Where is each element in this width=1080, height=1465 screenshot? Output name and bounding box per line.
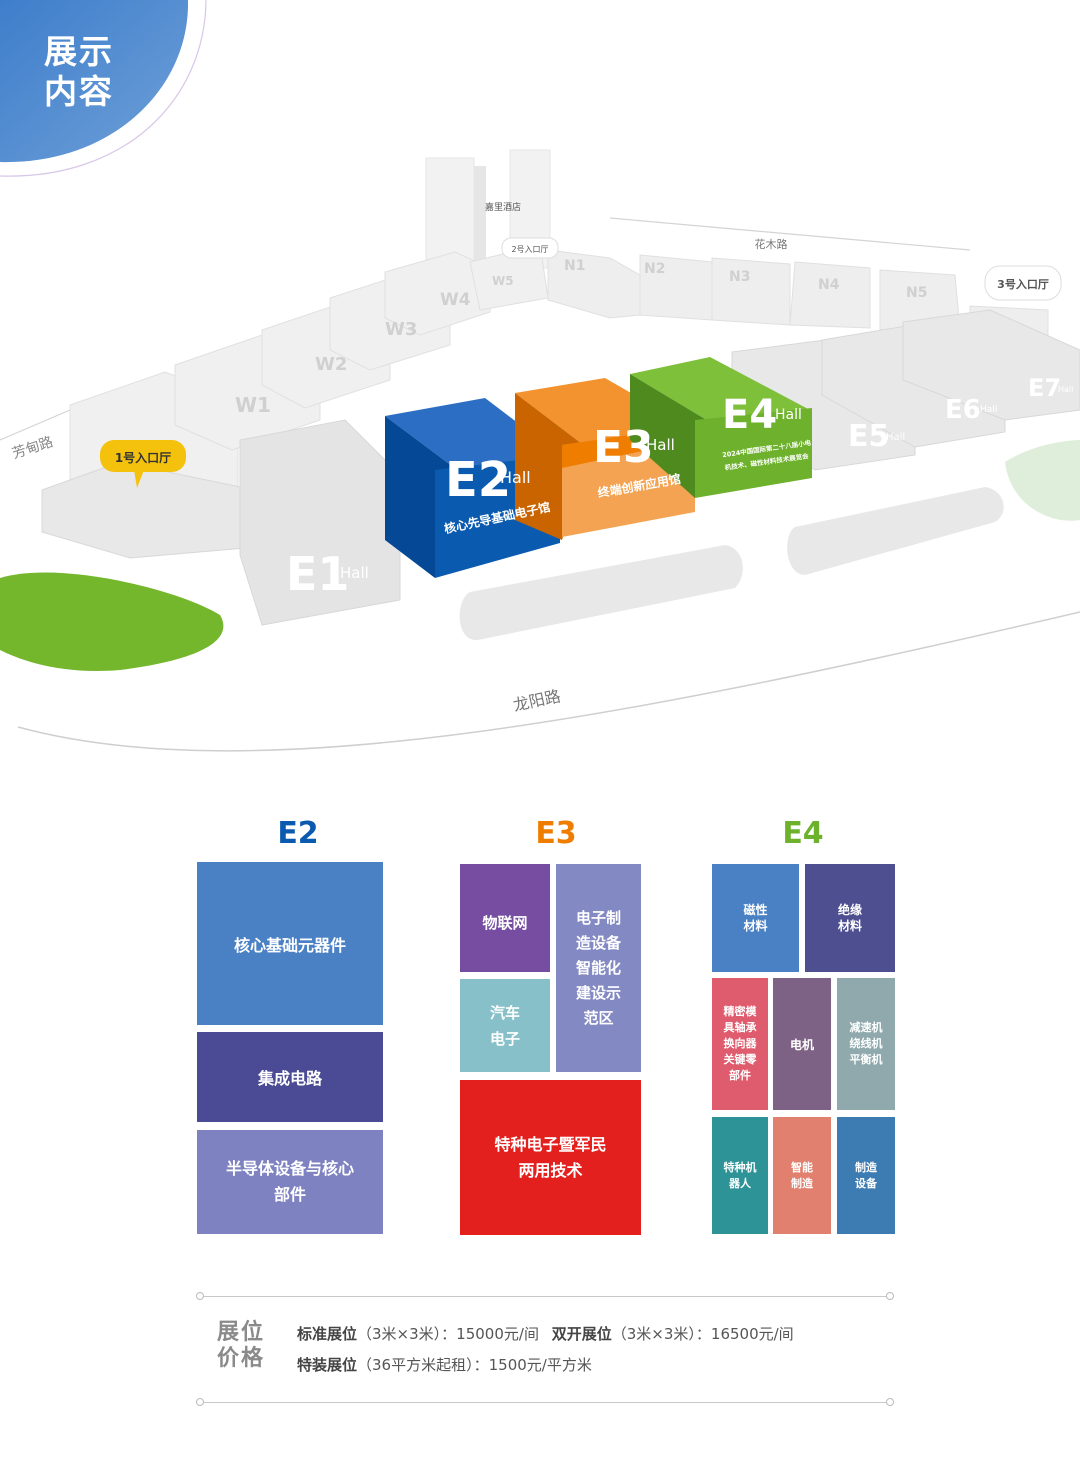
hall-n3-label: N3 bbox=[729, 269, 750, 285]
e4-block-precision-parts: 精密模具轴承换向器关键零部件 bbox=[712, 978, 768, 1110]
svg-text:1号入口厅: 1号入口厅 bbox=[115, 450, 171, 465]
e3-block-iot: 物联网 bbox=[460, 864, 550, 972]
hall-e7-label: E7 bbox=[1028, 374, 1061, 402]
e4-block-manufacturing-equipment: 制造设备 bbox=[837, 1117, 895, 1234]
hall-e5-label: E5 bbox=[848, 419, 889, 454]
price-row-standard: 标准展位（3米×3米）：15000元/间 双开展位（3米×3米）：16500元/… bbox=[297, 1325, 794, 1343]
svg-text:Hall: Hall bbox=[775, 407, 802, 423]
hall-n2-label: N2 bbox=[644, 261, 665, 277]
e3-block-auto-electronics: 汽车电子 bbox=[460, 979, 550, 1072]
title-line-1: 展示 bbox=[44, 32, 114, 71]
entrance-3-marker: 3号入口厅 bbox=[984, 265, 1062, 301]
hall-n4-label: N4 bbox=[818, 277, 840, 293]
svg-text:Hall: Hall bbox=[1058, 385, 1073, 394]
e4-block-intelligent-manufacturing: 智能制造 bbox=[773, 1117, 831, 1234]
hall-e6-label: E6 bbox=[945, 395, 981, 425]
hall-w2-label: W2 bbox=[315, 354, 347, 375]
e2-block-semiconductor: 半导体设备与核心部件 bbox=[197, 1130, 383, 1234]
title-line-2: 内容 bbox=[44, 72, 114, 111]
entrance-1-marker: 1号入口厅 bbox=[100, 440, 186, 488]
hall-n1-label: N1 bbox=[564, 258, 585, 274]
e3-block-smart-manufacturing: 电子制造设备智能化建设示范区 bbox=[556, 864, 641, 1072]
svg-text:Hall: Hall bbox=[980, 405, 997, 415]
section-e4-title: E4 bbox=[782, 816, 824, 851]
hall-w4-label: W4 bbox=[440, 290, 471, 310]
road-longyang: 龙阳路 bbox=[511, 686, 562, 715]
hall-e2-label: E2 bbox=[445, 452, 511, 508]
e4-block-special-robots: 特种机器人 bbox=[712, 1117, 768, 1234]
corner-badge bbox=[0, 0, 207, 177]
green-park-left bbox=[0, 572, 224, 671]
e2-block-core-components: 核心基础元器件 bbox=[197, 862, 383, 1025]
price-row-custom: 特装展位（36平方米起租）：1500元/平方米 bbox=[297, 1356, 592, 1374]
section-e3-title: E3 bbox=[535, 816, 577, 851]
venue-map: 嘉里酒店 bbox=[0, 149, 1080, 752]
e4-block-insulation: 绝缘材料 bbox=[805, 864, 895, 972]
road-fangdian: 芳甸路 bbox=[10, 433, 55, 462]
page-title: 展示 内容 bbox=[44, 32, 114, 112]
e4-block-magnetic: 磁性材料 bbox=[712, 864, 799, 972]
svg-text:Hall: Hall bbox=[500, 468, 531, 487]
price-title: 展位 价格 bbox=[217, 1320, 266, 1371]
hall-e4-block bbox=[630, 357, 812, 498]
e4-block-reducer: 减速机绕线机平衡机 bbox=[837, 978, 895, 1110]
svg-text:Hall: Hall bbox=[886, 432, 905, 443]
price-section: 展位 价格 标准展位（3米×3米）：15000元/间 双开展位（3米×3米）：1… bbox=[196, 1292, 894, 1406]
section-e2-title: E2 bbox=[277, 816, 319, 851]
hall-w3-label: W3 bbox=[385, 319, 417, 340]
hall-e3-label: E3 bbox=[593, 422, 654, 473]
svg-text:3号入口厅: 3号入口厅 bbox=[997, 278, 1049, 291]
e3-block-special-electronics: 特种电子暨军民两用技术 bbox=[460, 1080, 641, 1235]
svg-text:2号入口厅: 2号入口厅 bbox=[511, 245, 548, 254]
hall-w5-label: W5 bbox=[492, 274, 514, 288]
hall-n5-label: N5 bbox=[906, 285, 927, 301]
svg-text:Hall: Hall bbox=[646, 436, 675, 454]
green-park-right bbox=[1005, 440, 1080, 521]
road-huamu: 花木路 bbox=[755, 238, 788, 251]
svg-text:Hall: Hall bbox=[340, 564, 369, 582]
hall-e4-label: E4 bbox=[722, 392, 777, 438]
entrance-2-marker: 2号入口厅 bbox=[501, 237, 559, 259]
hotel-label: 嘉里酒店 bbox=[485, 201, 521, 213]
hall-e1-label: E1 bbox=[286, 547, 349, 601]
e4-block-motor: 电机 bbox=[773, 978, 831, 1110]
hall-w1-label: W1 bbox=[235, 393, 271, 417]
e2-block-ic: 集成电路 bbox=[197, 1032, 383, 1122]
